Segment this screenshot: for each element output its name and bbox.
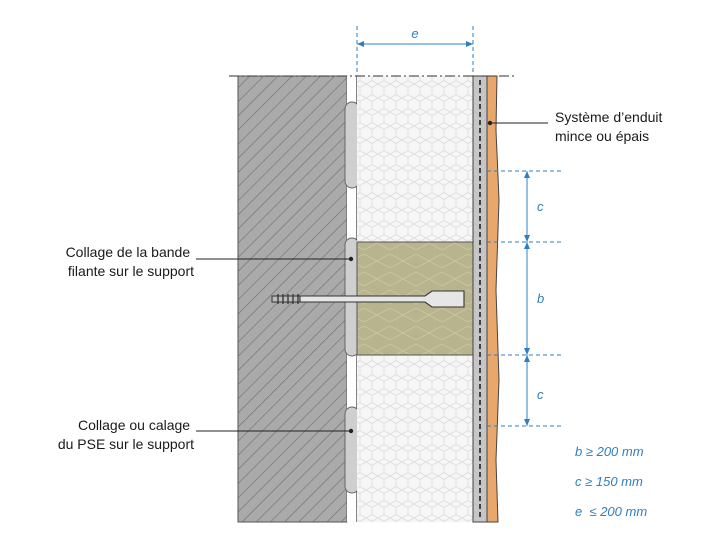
dimension-c-bottom-label: c (537, 387, 544, 402)
dimension-e-label: e (411, 26, 418, 41)
label-render-system: Système d’enduit mince ou épais (555, 109, 666, 144)
adhesive-dab-bottom (344, 406, 360, 494)
label-strip-bonding: Collage de la bande filante sur le suppo… (66, 244, 195, 279)
requirement-c: c ≥ 150 mm (575, 474, 643, 489)
requirement-e: e ≤ 200 mm (575, 504, 647, 519)
render-finish-layer (486, 75, 500, 523)
requirement-b: b ≥ 200 mm (575, 444, 644, 459)
eps-insulation-bottom (357, 355, 473, 522)
adhesive-dab-top (344, 101, 360, 189)
eps-insulation-top (357, 76, 473, 242)
dimension-b-label: b (537, 291, 544, 306)
label-pse-bonding: Collage ou calage du PSE sur le support (58, 417, 194, 452)
dimension-c-top-label: c (537, 199, 544, 214)
anchor-fixing (271, 290, 465, 308)
